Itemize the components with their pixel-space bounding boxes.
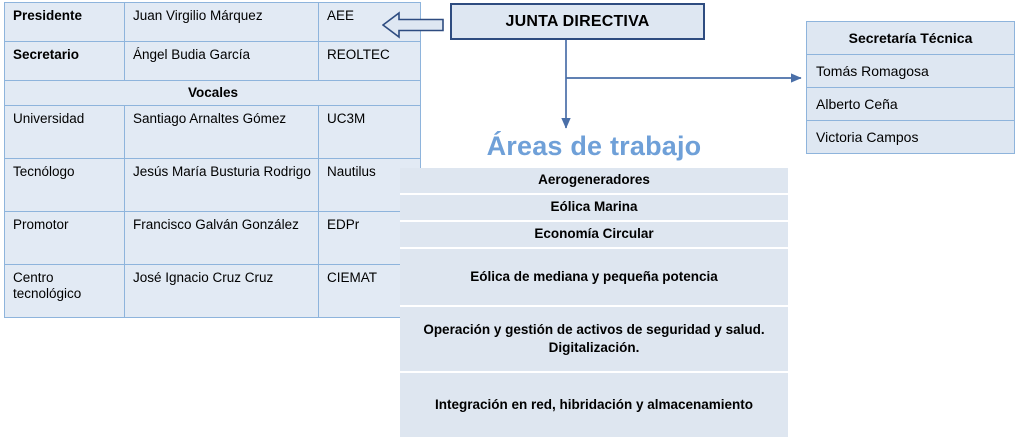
left-block-arrow-icon <box>382 11 444 39</box>
area-item-label: Operación y gestión de activos de seguri… <box>423 321 765 355</box>
secretaria-header: Secretaría Técnica <box>806 21 1015 55</box>
cell-org: REOLTEC <box>318 41 421 81</box>
cell-role: Centro tecnológico <box>4 264 125 319</box>
area-item: Eólica Marina <box>400 195 788 222</box>
section-header-vocales: Vocales <box>4 79 421 107</box>
table-row: Presidente Juan Virgilio Márquez AEE <box>4 2 421 42</box>
table-row: Victoria Campos <box>806 120 1015 154</box>
area-item-label: Eólica de mediana y pequeña potencia <box>470 268 718 284</box>
cell-role: Universidad <box>4 105 125 160</box>
cell-person: Jesús María Busturia Rodrigo <box>124 158 319 213</box>
cell-role: Promotor <box>4 211 125 266</box>
table-row: Secretaría Técnica <box>806 21 1015 55</box>
area-item-label: Aerogeneradores <box>538 172 650 188</box>
cell-org: UC3M <box>318 105 421 160</box>
junta-directiva-box: JUNTA DIRECTIVA <box>450 3 705 40</box>
cell-person: Francisco Galván González <box>124 211 319 266</box>
secretaria-member: Alberto Ceña <box>806 87 1015 121</box>
table-row: Alberto Ceña <box>806 87 1015 121</box>
cell-person: José Ignacio Cruz Cruz <box>124 264 319 319</box>
table-row: Secretario Ángel Budia García REOLTEC <box>4 41 421 81</box>
area-item-label: Economía Circular <box>534 226 654 242</box>
junta-directiva-label: JUNTA DIRECTIVA <box>505 12 650 30</box>
table-row: Promotor Francisco Galván González EDPr <box>4 211 421 266</box>
table-row: Tomás Romagosa <box>806 54 1015 88</box>
secretaria-member: Tomás Romagosa <box>806 54 1015 88</box>
cell-person: Juan Virgilio Márquez <box>124 2 319 42</box>
cell-role: Secretario <box>4 41 125 81</box>
area-item: Operación y gestión de activos de seguri… <box>400 307 788 373</box>
table-section-row: Vocales <box>4 79 421 107</box>
cell-person: Santiago Arnaltes Gómez <box>124 105 319 160</box>
table-row: Universidad Santiago Arnaltes Gómez UC3M <box>4 105 421 160</box>
cell-role: Presidente <box>4 2 125 42</box>
area-item-label: Integración en red, hibridación y almace… <box>434 396 754 412</box>
cell-person: Ángel Budia García <box>124 41 319 81</box>
table-row: Tecnólogo Jesús María Busturia Rodrigo N… <box>4 158 421 213</box>
areas-de-trabajo-list: Aerogeneradores Eólica Marina Economía C… <box>400 168 788 439</box>
secretaria-member: Victoria Campos <box>806 120 1015 154</box>
area-item: Eólica de mediana y pequeña potencia <box>400 249 788 307</box>
cell-role: Tecnólogo <box>4 158 125 213</box>
areas-de-trabajo-title: Áreas de trabajo <box>486 131 702 161</box>
secretaria-tecnica-table: Secretaría Técnica Tomás Romagosa Albert… <box>806 21 1015 154</box>
area-item: Aerogeneradores <box>400 168 788 195</box>
table-row: Centro tecnológico José Ignacio Cruz Cru… <box>4 264 421 319</box>
area-item: Economía Circular <box>400 222 788 249</box>
junta-directiva-members-table: Presidente Juan Virgilio Márquez AEE Sec… <box>4 2 421 319</box>
area-item: Integración en red, hibridación y almace… <box>400 373 788 439</box>
area-item-label: Eólica Marina <box>550 199 638 215</box>
